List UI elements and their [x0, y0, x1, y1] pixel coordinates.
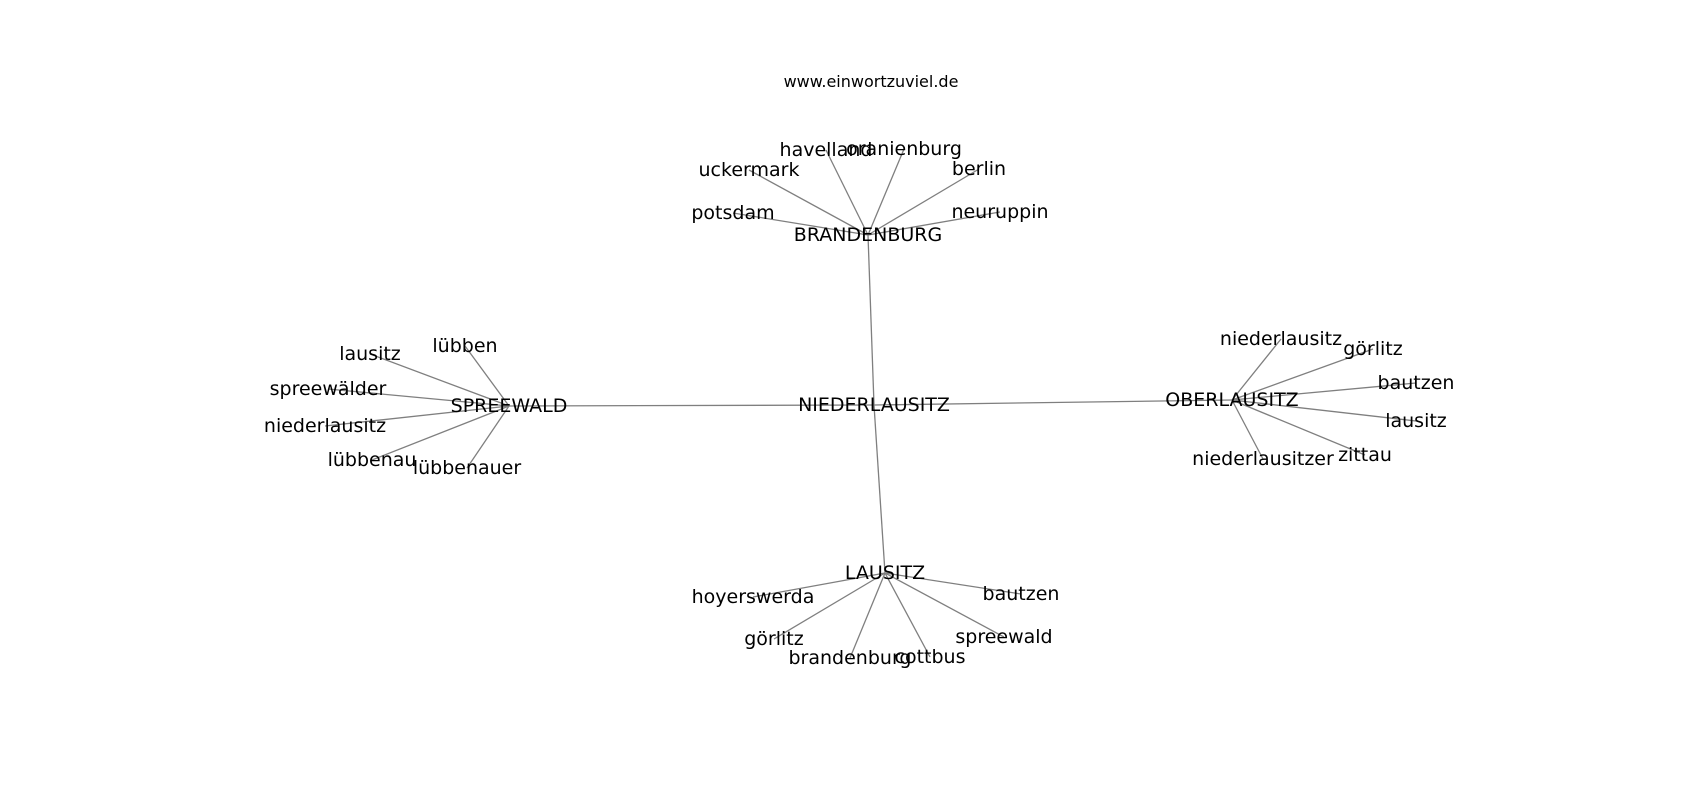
- edge-brandenburg-leaf-3: [867, 168, 980, 236]
- edge-oberlausitz-leaf-4: [1231, 399, 1264, 460]
- node-leaf-brandenburg-2: uckermark: [699, 159, 800, 181]
- edge-lausitz-leaf-1: [884, 572, 1022, 595]
- node-leaf-spreewald-1: lausitz: [339, 343, 401, 365]
- edge-oberlausitz-leaf-1: [1231, 348, 1374, 401]
- edge-oberlausitz-leaf-5: [1231, 399, 1366, 456]
- node-leaf-lausitz-5: cottbus: [895, 646, 966, 668]
- edge-oberlausitz-leaf-3: [1231, 399, 1417, 422]
- edge-oberlausitz-leaf-0: [1231, 338, 1282, 401]
- edge-brandenburg-leaf-1: [867, 148, 905, 236]
- edge-spreewald-leaf-2: [327, 388, 510, 407]
- node-leaf-brandenburg-0: havelland: [780, 139, 873, 161]
- site-title: www.einwortzuviel.de: [784, 72, 959, 91]
- label-layer: NIEDERLAUSITZ BRANDENBURG havellandoranien…: [264, 138, 1455, 669]
- edge-spreewald-leaf-4: [371, 405, 510, 461]
- edge-brandenburg-leaf-4: [732, 212, 869, 236]
- edge-brandenburg-leaf-2: [748, 169, 869, 236]
- node-leaf-spreewald-0: lübben: [432, 335, 497, 357]
- node-leaf-lausitz-0: hoyerswerda: [692, 586, 815, 608]
- edge-spreewald-leaf-1: [369, 353, 510, 407]
- node-hub-brandenburg: BRANDENBURG: [794, 224, 942, 246]
- node-leaf-lausitz-4: brandenburg: [789, 647, 912, 669]
- node-leaf-brandenburg-4: potsdam: [691, 202, 774, 224]
- edge-center-oberlausitz: [873, 399, 1233, 406]
- edge-brandenburg-leaf-5: [867, 211, 1001, 236]
- edge-lausitz-leaf-5: [884, 572, 931, 658]
- edge-center-spreewald: [508, 404, 875, 407]
- edge-lausitz-leaf-4: [849, 572, 886, 659]
- node-leaf-oberlausitz-1: görlitz: [1343, 338, 1403, 360]
- edge-brandenburg-leaf-0: [825, 149, 869, 236]
- node-leaf-lausitz-2: görlitz: [744, 628, 804, 650]
- edge-oberlausitz-leaf-2: [1231, 382, 1417, 401]
- node-leaf-oberlausitz-5: zittau: [1338, 444, 1392, 466]
- node-leaf-brandenburg-5: neuruppin: [951, 201, 1048, 223]
- node-leaf-oberlausitz-0: niederlausitz: [1220, 328, 1342, 350]
- edge-spreewald-leaf-0: [464, 345, 510, 407]
- node-leaf-brandenburg-3: berlin: [952, 158, 1006, 180]
- edge-lausitz-leaf-3: [884, 572, 1005, 638]
- node-hub-lausitz: LAUSITZ: [845, 562, 925, 584]
- node-leaf-spreewald-2: spreewälder: [270, 378, 387, 400]
- edge-lausitz-leaf-2: [773, 572, 886, 640]
- edge-layer: [324, 148, 1417, 659]
- node-hub-oberlausitz: OBERLAUSITZ: [1165, 389, 1298, 411]
- node-leaf-spreewald-4: lübbenau: [328, 449, 417, 471]
- node-leaf-oberlausitz-4: niederlausitzer: [1192, 448, 1334, 470]
- edge-spreewald-leaf-5: [466, 405, 510, 469]
- node-leaf-oberlausitz-3: lausitz: [1385, 410, 1447, 432]
- edge-center-brandenburg: [867, 234, 875, 406]
- node-leaf-spreewald-3: niederlausitz: [264, 415, 386, 437]
- edge-center-lausitz: [873, 404, 886, 574]
- node-leaf-spreewald-5: lübbenauer: [413, 457, 522, 479]
- node-leaf-lausitz-3: spreewald: [955, 626, 1052, 648]
- node-leaf-brandenburg-1: oranienburg: [846, 138, 962, 160]
- node-hub-spreewald: SPREEWALD: [451, 395, 568, 417]
- edge-lausitz-leaf-0: [752, 572, 886, 598]
- edge-spreewald-leaf-3: [324, 405, 510, 427]
- node-leaf-lausitz-1: bautzen: [983, 583, 1060, 605]
- node-leaf-oberlausitz-2: bautzen: [1378, 372, 1455, 394]
- node-center: NIEDERLAUSITZ: [798, 394, 950, 416]
